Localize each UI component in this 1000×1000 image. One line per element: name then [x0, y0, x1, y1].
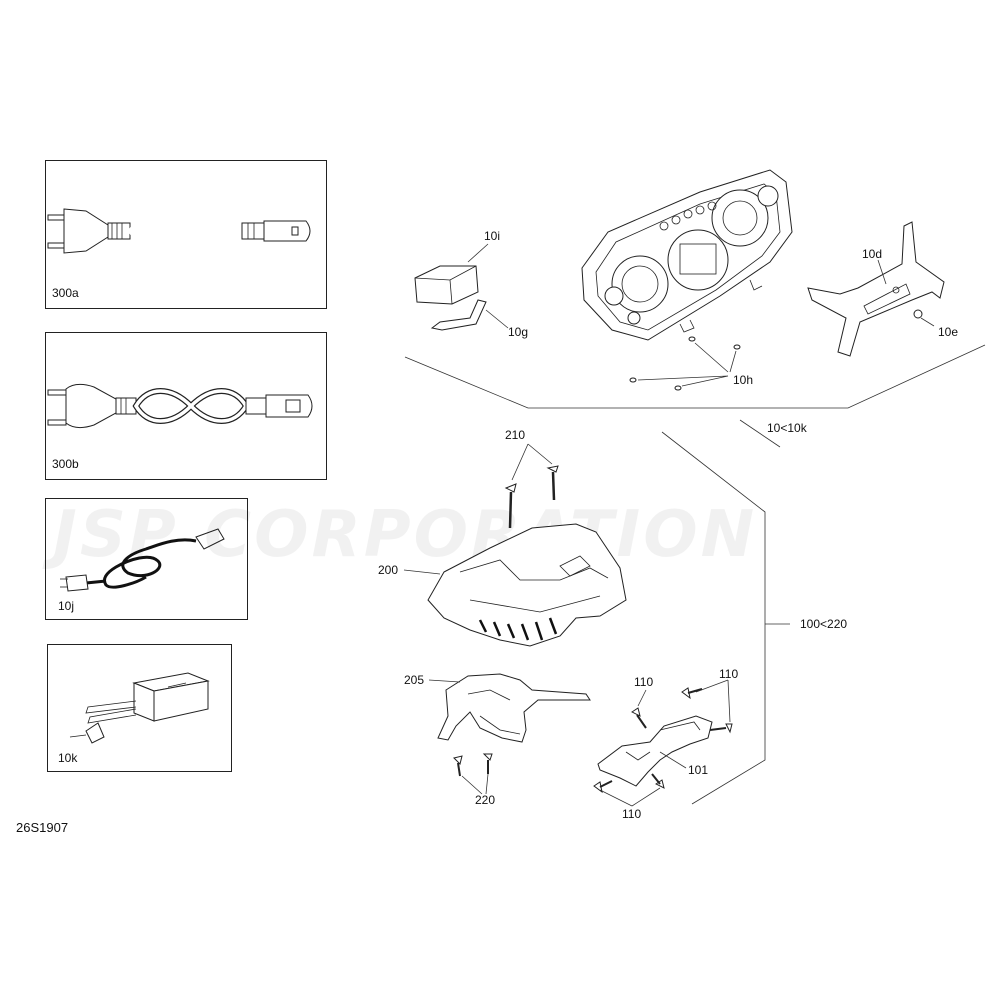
- inset-label-300b: 300b: [52, 457, 79, 471]
- power-supply-10k-icon: [69, 672, 210, 744]
- part-200-shroud: [427, 523, 627, 647]
- inset-label-10j: 10j: [58, 599, 75, 613]
- part-10h-clips: [629, 336, 741, 391]
- part-gauge-cluster: [581, 169, 793, 341]
- leader-200: [403, 569, 441, 575]
- callout-210: 210: [505, 428, 525, 442]
- group-bracket-top: [404, 344, 986, 409]
- range-label-100-220: 100<220: [800, 617, 847, 631]
- inset-box-10k: 10k: [47, 644, 232, 772]
- callout-10d: 10d: [862, 247, 882, 261]
- callout-101: 101: [688, 763, 708, 777]
- callout-110-a: 110: [634, 675, 653, 689]
- leader-10d: [877, 259, 887, 285]
- part-205-cover: [437, 673, 591, 743]
- power-cord-300a-icon: [47, 208, 311, 254]
- leader-10e: [920, 317, 935, 327]
- leader-110-b: [695, 679, 731, 723]
- leader-210: [511, 443, 553, 481]
- leader-101: [659, 751, 687, 769]
- leader-10i: [467, 243, 489, 263]
- part-220-screws: [453, 753, 493, 777]
- inset-box-300a: 300a: [45, 160, 327, 309]
- part-110-screws: [593, 687, 733, 794]
- part-101-mount: [597, 715, 713, 787]
- leader-10g: [485, 309, 509, 329]
- callout-10h: 10h: [733, 373, 753, 387]
- leader-110-c: [599, 787, 661, 807]
- range-label-10-10k: 10<10k: [767, 421, 808, 435]
- power-cord-300b-icon: [47, 383, 313, 429]
- callout-10e: 10e: [938, 325, 958, 339]
- callout-110-c: 110: [622, 807, 641, 821]
- leader-205: [428, 679, 461, 683]
- part-10e-nut: [913, 309, 923, 319]
- part-10d-bracket: [807, 221, 945, 357]
- callout-220: 220: [475, 793, 495, 807]
- inset-box-300b: 300b: [45, 332, 327, 480]
- part-10i-module: [414, 265, 479, 305]
- callout-10i: 10i: [484, 229, 500, 243]
- part-10g-clip: [430, 299, 487, 331]
- inset-box-10j: 10j: [45, 498, 248, 620]
- part-210-screws: [504, 465, 559, 529]
- leader-110-a: [637, 689, 647, 707]
- group-bracket-mid: [661, 431, 766, 805]
- cable-10j-icon: [60, 528, 225, 592]
- watermark: JSP CORPORATION: [42, 498, 757, 572]
- callout-110-b: 110: [719, 667, 738, 681]
- range-leader-top: [739, 419, 781, 448]
- callout-10g: 10g: [508, 325, 528, 339]
- callout-205: 205: [404, 673, 424, 687]
- callout-200: 200: [378, 563, 398, 577]
- inset-label-300a: 300a: [52, 286, 79, 300]
- inset-label-10k: 10k: [58, 751, 78, 765]
- diagram-code: 26S1907: [16, 820, 69, 835]
- leader-10h: [637, 342, 737, 387]
- leader-220: [461, 773, 489, 795]
